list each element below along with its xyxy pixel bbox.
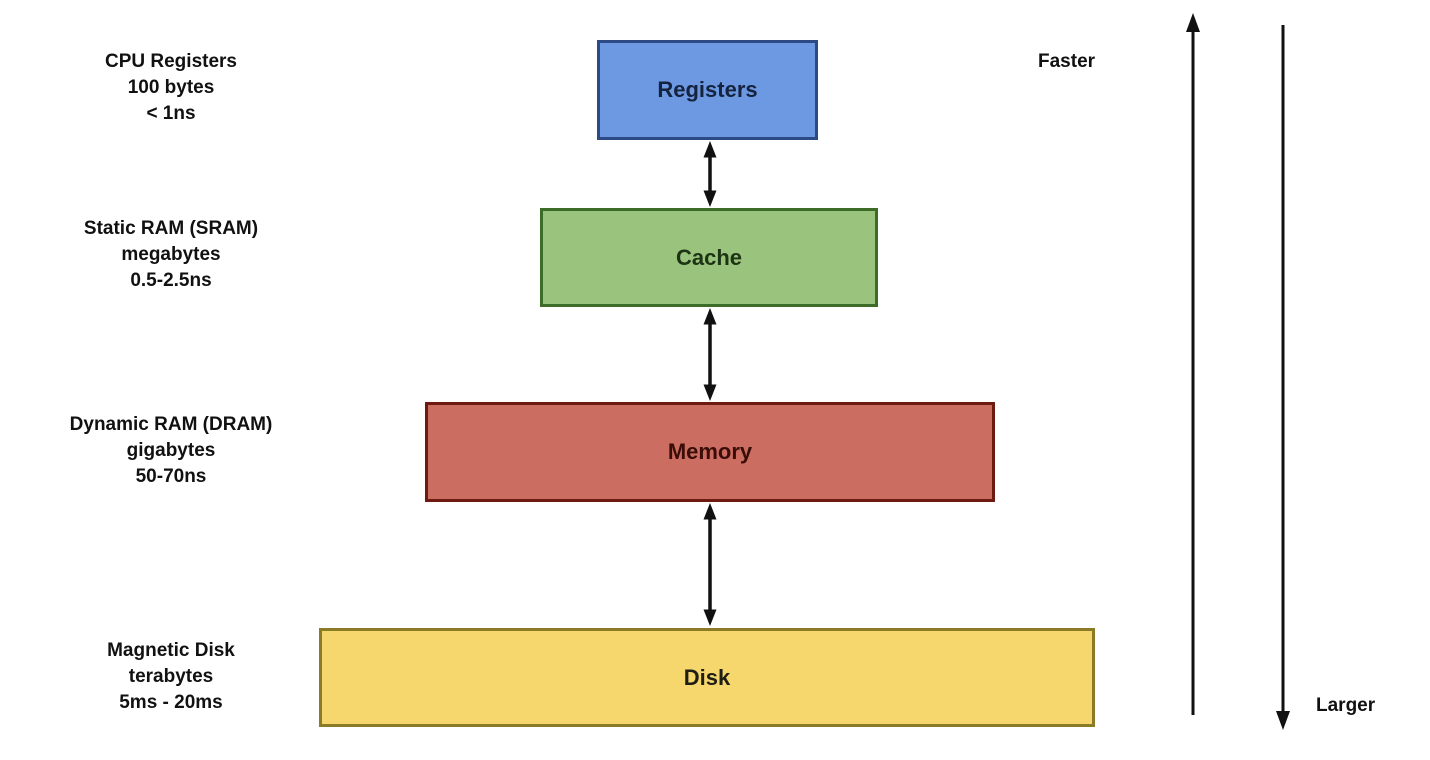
annotation-line: 100 bytes [127,77,215,98]
registers-cache-double-arrow-icon [703,141,717,207]
annotation-line: Dynamic RAM (DRAM) [69,414,273,435]
annotation-line: 0.5-2.5ns [130,270,212,291]
annotation-line: < 1ns [146,103,196,124]
annotation-registers: CPU Registers 100 bytes < 1ns [41,49,301,127]
faster-label: Faster [1038,51,1096,72]
larger-label: Larger [1316,695,1376,716]
annotation-line: gigabytes [126,440,216,461]
annotation-line: 5ms - 20ms [119,692,223,713]
annotation-cache: Static RAM (SRAM) megabytes 0.5-2.5ns [41,216,301,294]
faster-up-arrow-icon [1186,13,1200,715]
box-label: Registers [657,77,758,102]
disk-box: Disk [319,628,1095,727]
memory-box: Memory [425,402,995,502]
annotation-line: Static RAM (SRAM) [83,218,259,239]
registers-box: Registers [597,40,818,140]
cache-memory-double-arrow-icon [703,308,717,401]
annotation-line: Magnetic Disk [107,640,235,661]
box-label: Disk [683,664,731,690]
annotation-line: terabytes [128,666,214,687]
box-label: Cache [675,244,743,270]
box-label: Memory [667,439,753,464]
annotation-disk: Magnetic Disk terabytes 5ms - 20ms [41,638,301,716]
annotation-memory: Dynamic RAM (DRAM) gigabytes 50-70ns [41,412,301,490]
memory-disk-double-arrow-icon [703,503,717,626]
cache-box: Cache [540,208,878,307]
annotation-line: CPU Registers [105,51,237,72]
larger-down-arrow-icon [1276,25,1290,730]
annotation-line: 50-70ns [135,466,207,487]
annotation-line: megabytes [121,244,221,265]
